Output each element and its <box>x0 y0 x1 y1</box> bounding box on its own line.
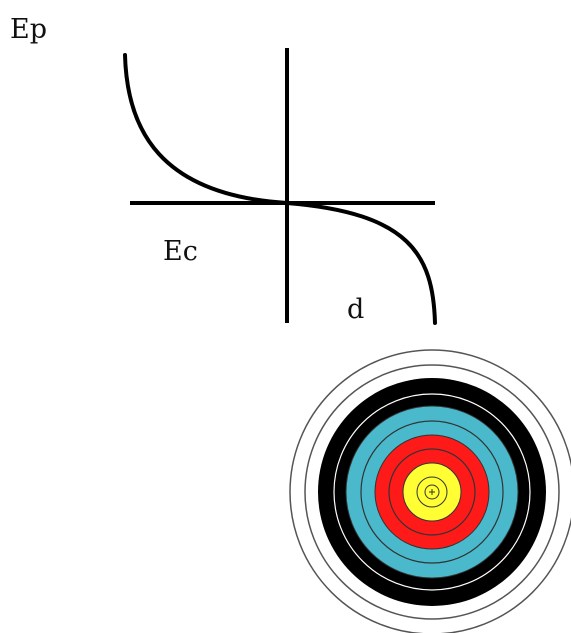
label-d: d <box>347 294 364 325</box>
energy-curve <box>123 53 437 325</box>
label-ep: Ep <box>10 14 47 45</box>
archery-target-icon <box>289 349 571 633</box>
label-ec: Ec <box>163 236 198 267</box>
energy-graph: Ep Ec d <box>10 14 437 325</box>
